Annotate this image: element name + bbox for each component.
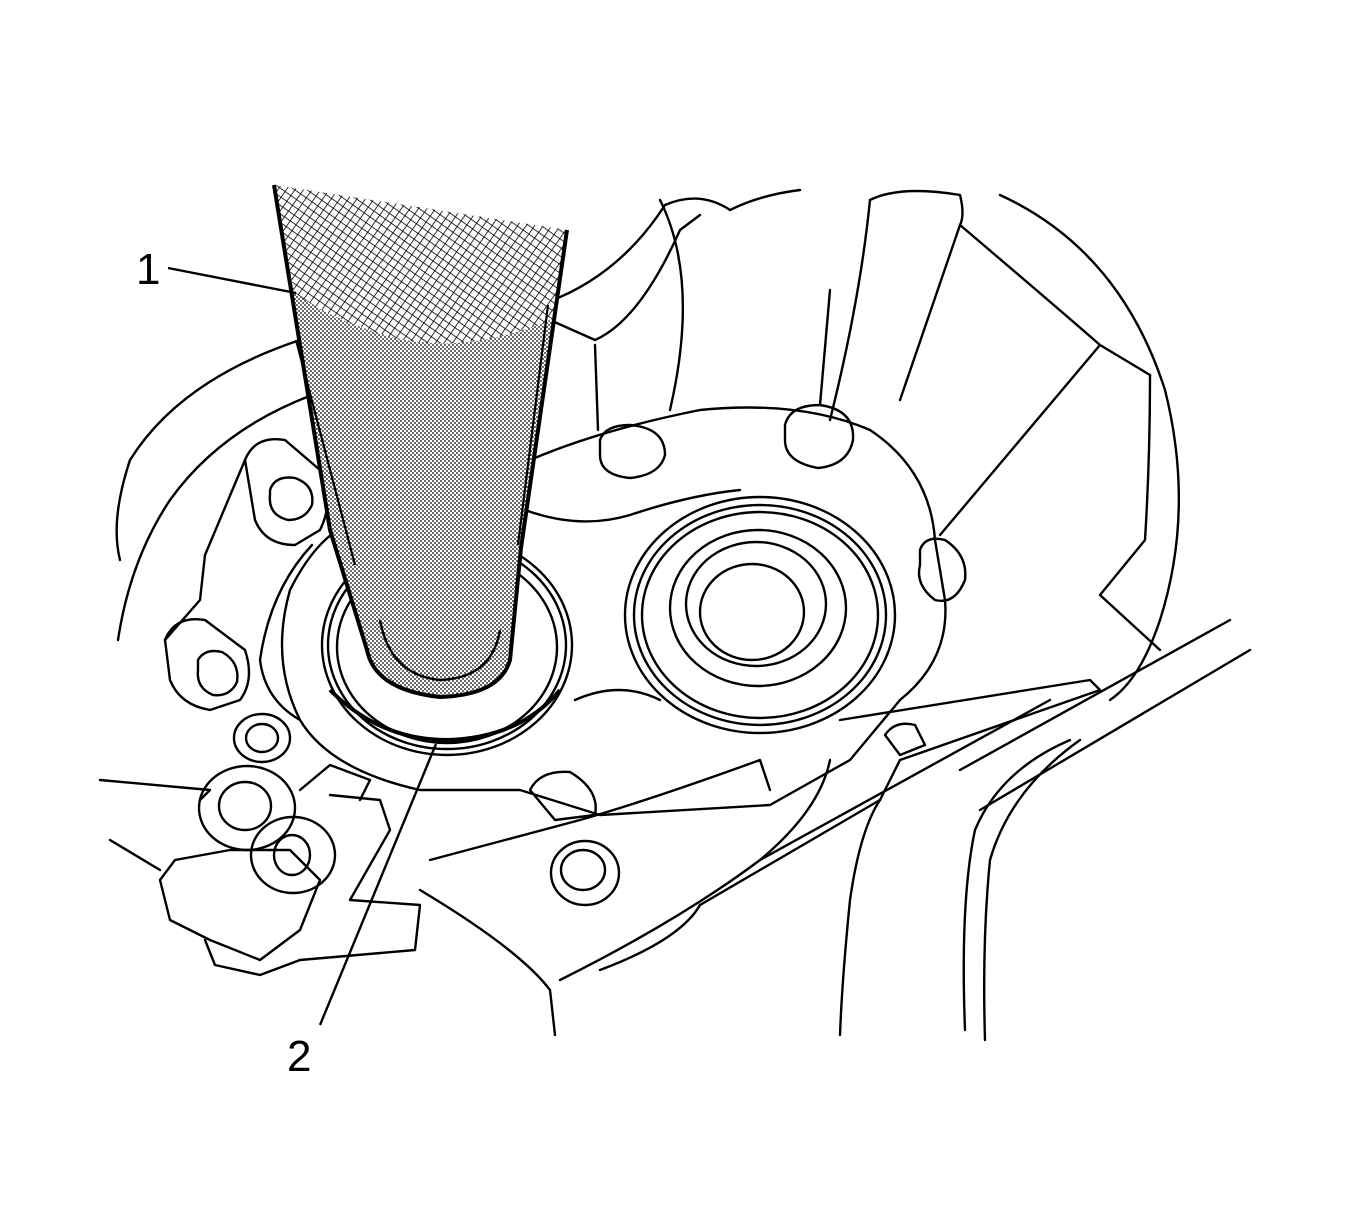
- callout-1-label: 1: [136, 245, 161, 294]
- fitting-ring-upper-inner: [244, 722, 280, 754]
- outer-housing-right-arc: [998, 193, 1181, 702]
- tool-tip-inner: [378, 619, 502, 682]
- fitting-ring-upper: [232, 712, 292, 764]
- housing-rib-4: [868, 189, 964, 402]
- bearing-ring-4: [668, 528, 848, 688]
- housing-ring-top: [548, 213, 702, 342]
- fitting-ring-mid: [197, 764, 297, 852]
- housing-rib-7: [1098, 373, 1162, 652]
- link-arm-4: [982, 738, 1082, 1042]
- bolt-boss-left-upper: [243, 438, 329, 547]
- bolt-boss-top-mid: [783, 403, 855, 470]
- link-arm-2: [838, 798, 882, 1037]
- housing-rib-1: [593, 343, 600, 432]
- fitting-ring-front: [249, 815, 337, 895]
- flange-body: [280, 406, 947, 817]
- link-arm-6: [758, 698, 1052, 862]
- housing-outlines: [98, 188, 1252, 1042]
- flange-bottom-sweep: [418, 888, 557, 1037]
- housing-rib-2: [658, 198, 684, 412]
- link-arm-8: [598, 903, 702, 972]
- lower-boss: [528, 770, 597, 822]
- mount-hole-outer: [549, 839, 621, 907]
- outer-housing-top-arc: [546, 188, 802, 304]
- housing-rib-6: [938, 343, 1102, 537]
- outer-housing-left-arc-inner: [116, 393, 314, 642]
- link-arm-3: [962, 738, 1072, 1032]
- outer-housing-left-arc: [115, 338, 302, 562]
- lower-boss-right: [883, 722, 927, 757]
- left-housing-wall-2: [258, 543, 314, 722]
- tool-handle-hatch: [274, 185, 567, 344]
- bearing-ring-3: [640, 510, 880, 720]
- flange-inner-edge: [523, 488, 742, 702]
- flange-lower-lip: [428, 758, 772, 862]
- leader-lines: [167, 266, 438, 1026]
- housing-rib-5: [958, 223, 1152, 377]
- removal-tool: [272, 184, 569, 699]
- housing-rib-3: [818, 288, 832, 407]
- fitting-body: [98, 778, 212, 872]
- fitting-bracket: [203, 793, 422, 977]
- fitting-ring-front-inner: [272, 833, 312, 877]
- tool-edge-inner: [294, 304, 550, 566]
- tool-outline: [272, 184, 569, 699]
- left-housing-wall: [163, 458, 247, 642]
- fitting-bracket-2: [298, 763, 372, 802]
- flange-bottom-sweep-2: [558, 758, 832, 982]
- bearing-ring-5: [684, 540, 828, 668]
- link-arm-7: [698, 798, 882, 907]
- link-arm-5: [958, 618, 1252, 812]
- housing-rib-8: [828, 198, 872, 422]
- bolt-boss-left-upper-hole: [268, 476, 314, 522]
- seal-lip: [328, 688, 562, 743]
- bearing-outer-ring: [623, 495, 897, 735]
- leader-line-2: [318, 743, 438, 1026]
- bolt-boss-left-lower: [163, 618, 251, 712]
- mount-hole-inner: [559, 848, 607, 892]
- bearing-ring-2: [632, 503, 888, 727]
- leader-line-1: [167, 266, 297, 295]
- bearing-bore: [698, 562, 806, 662]
- callout-2-label: 2: [287, 1032, 312, 1081]
- fitting-ring-mid-inner: [217, 780, 273, 832]
- bolt-boss-left-lower-hole: [196, 649, 239, 697]
- bolt-boss-top-left: [598, 423, 667, 480]
- fitting-nut: [158, 848, 322, 962]
- link-arm-1: [838, 678, 1102, 802]
- bolt-boss-right: [917, 537, 967, 602]
